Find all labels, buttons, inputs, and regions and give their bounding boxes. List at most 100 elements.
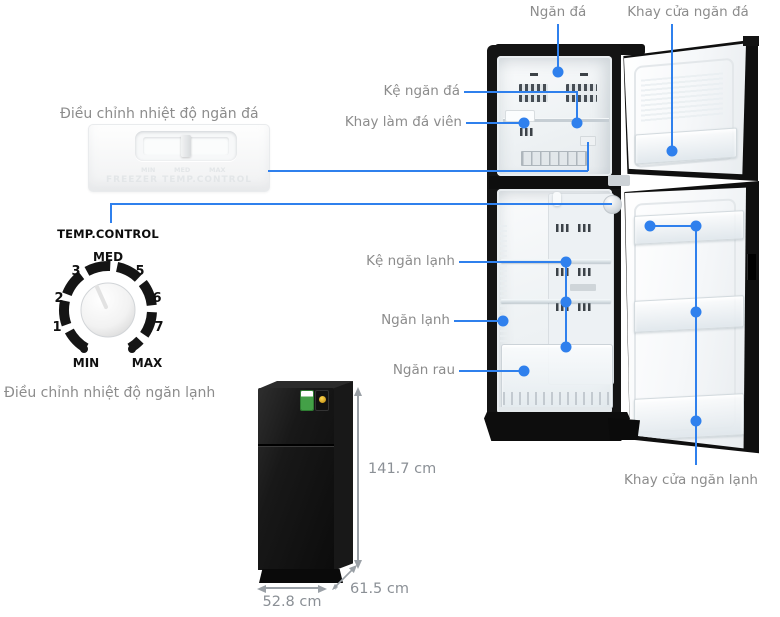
label-ke-ngan-da: Kệ ngăn đá	[383, 83, 460, 99]
fridge-door-tray-bottom	[634, 393, 744, 441]
freezer-temp-slider: MIN MED MAX FREEZER TEMP.CONTROL	[88, 124, 270, 192]
label-ngan-da: Ngăn đá	[529, 4, 587, 20]
leader-dot	[666, 145, 678, 157]
fridge-base-foot	[608, 418, 640, 440]
fridge-door-tray-middle	[634, 295, 744, 333]
leader-line	[587, 142, 589, 171]
fridge-base	[484, 412, 630, 441]
mini-fridge-base	[259, 569, 343, 583]
leader-dot	[552, 66, 564, 78]
leader-dot	[690, 415, 702, 427]
brand-badge-icon	[316, 391, 328, 410]
mini-fridge-side	[333, 381, 353, 571]
dial-title: TEMP.CONTROL	[57, 227, 159, 241]
mini-fridge-door-gap	[258, 444, 334, 446]
depth-dimension: 61.5 cm	[350, 581, 409, 597]
label-ngan-rau: Ngăn rau	[392, 362, 455, 378]
width-arrow-head-left	[257, 584, 266, 593]
dial-min-label: MIN	[73, 356, 99, 370]
leader-dot	[518, 117, 530, 129]
dial-number-7: 7	[154, 320, 163, 335]
dial-number-5: 5	[135, 264, 144, 279]
fridge-door-handle-recess	[747, 254, 756, 280]
freezer-door	[624, 43, 746, 175]
leader-dot	[644, 220, 656, 232]
label-ke-ngan-lanh: Kệ ngăn lạnh	[366, 253, 455, 269]
freezer-vent-small	[520, 128, 533, 136]
fridge-vent	[578, 224, 591, 232]
energy-label-icon	[301, 391, 313, 410]
freezer-shelf	[503, 119, 609, 122]
width-arrow-head-right	[318, 584, 327, 593]
label-khay-lam-da-vien: Khay làm đá viên	[344, 114, 462, 130]
dial-max-dot	[128, 345, 136, 353]
fridge-vent	[556, 268, 569, 276]
dial-number-6: 6	[152, 291, 161, 306]
leader-line	[466, 122, 524, 124]
slider-scale-med: MED	[174, 166, 191, 174]
leader-dot	[560, 296, 572, 308]
fridge-panel-sticker	[570, 284, 596, 291]
slider-track	[143, 135, 229, 157]
dial-number-3: 3	[71, 264, 80, 279]
leader-line	[459, 370, 524, 372]
dial-arc	[59, 261, 157, 353]
fridge-vent	[578, 303, 591, 311]
label-khay-cua-ngan-da: Khay cửa ngăn đá	[627, 4, 749, 20]
height-arrow-head-up	[353, 387, 362, 396]
leader-dot	[518, 365, 530, 377]
mini-fridge-top	[258, 381, 353, 389]
depth-arrow	[332, 565, 357, 591]
slider-recess	[135, 131, 237, 161]
leader-line	[671, 24, 673, 151]
dial-min-dot	[80, 345, 88, 353]
leader-line	[695, 225, 697, 465]
dial-med-label: MED	[93, 250, 123, 264]
fridge-lamp	[553, 192, 561, 206]
leader-line	[557, 24, 559, 72]
fridge-vent	[578, 268, 591, 276]
slider-handle	[181, 135, 191, 157]
leader-dot	[560, 256, 572, 268]
height-arrow	[357, 395, 359, 561]
leader-line	[464, 91, 577, 93]
fridge-door	[625, 187, 746, 449]
dial-knob	[80, 282, 136, 338]
mini-fridge	[258, 388, 334, 570]
freezer-door-hinge-top	[743, 36, 759, 46]
leader-line	[576, 91, 578, 123]
dial-knob-pointer	[95, 285, 108, 309]
leader-line	[268, 170, 588, 172]
width-dimension: 52.8 cm	[262, 594, 322, 610]
leader-line	[459, 261, 566, 263]
height-arrow-head-down	[353, 560, 362, 569]
fridge-vent	[556, 224, 569, 232]
leader-dot	[497, 315, 509, 327]
slider-embossed-title: FREEZER TEMP.CONTROL	[106, 175, 252, 185]
leader-line	[650, 225, 696, 227]
freezer-vent-mark	[580, 73, 588, 76]
drawer-wire-bottom	[503, 392, 609, 405]
freezer-door-ribs	[641, 72, 723, 124]
leader-line	[110, 203, 112, 223]
leader-dot	[690, 220, 702, 232]
middle-hinge-cover	[608, 175, 630, 186]
height-dimension: 141.7 cm	[368, 461, 437, 477]
freezer-vent-mark	[530, 73, 538, 76]
freezer-vent-grille	[566, 84, 597, 102]
fridge-sill	[499, 407, 611, 413]
label-khay-cua-ngan-lanh: Khay cửa ngăn lạnh	[624, 472, 758, 488]
freezer-bottom-grille	[521, 151, 587, 166]
slider-scale-max: MAX	[209, 166, 226, 174]
leader-dot	[560, 341, 572, 353]
slider-scale-min: MIN	[141, 166, 156, 174]
leader-dot	[571, 117, 583, 129]
temp-control-dial: MED 3 5 2 6 1 7 MIN MAX	[52, 250, 163, 370]
label-ngan-lanh: Ngăn lạnh	[381, 312, 450, 328]
compartment-divider	[489, 176, 620, 189]
dial-max-label: MAX	[132, 356, 163, 370]
leader-line	[454, 320, 503, 322]
freezer-temp-caption: Điều chỉnh nhiệt độ ngăn đá	[60, 106, 259, 122]
leader-line	[110, 203, 612, 205]
